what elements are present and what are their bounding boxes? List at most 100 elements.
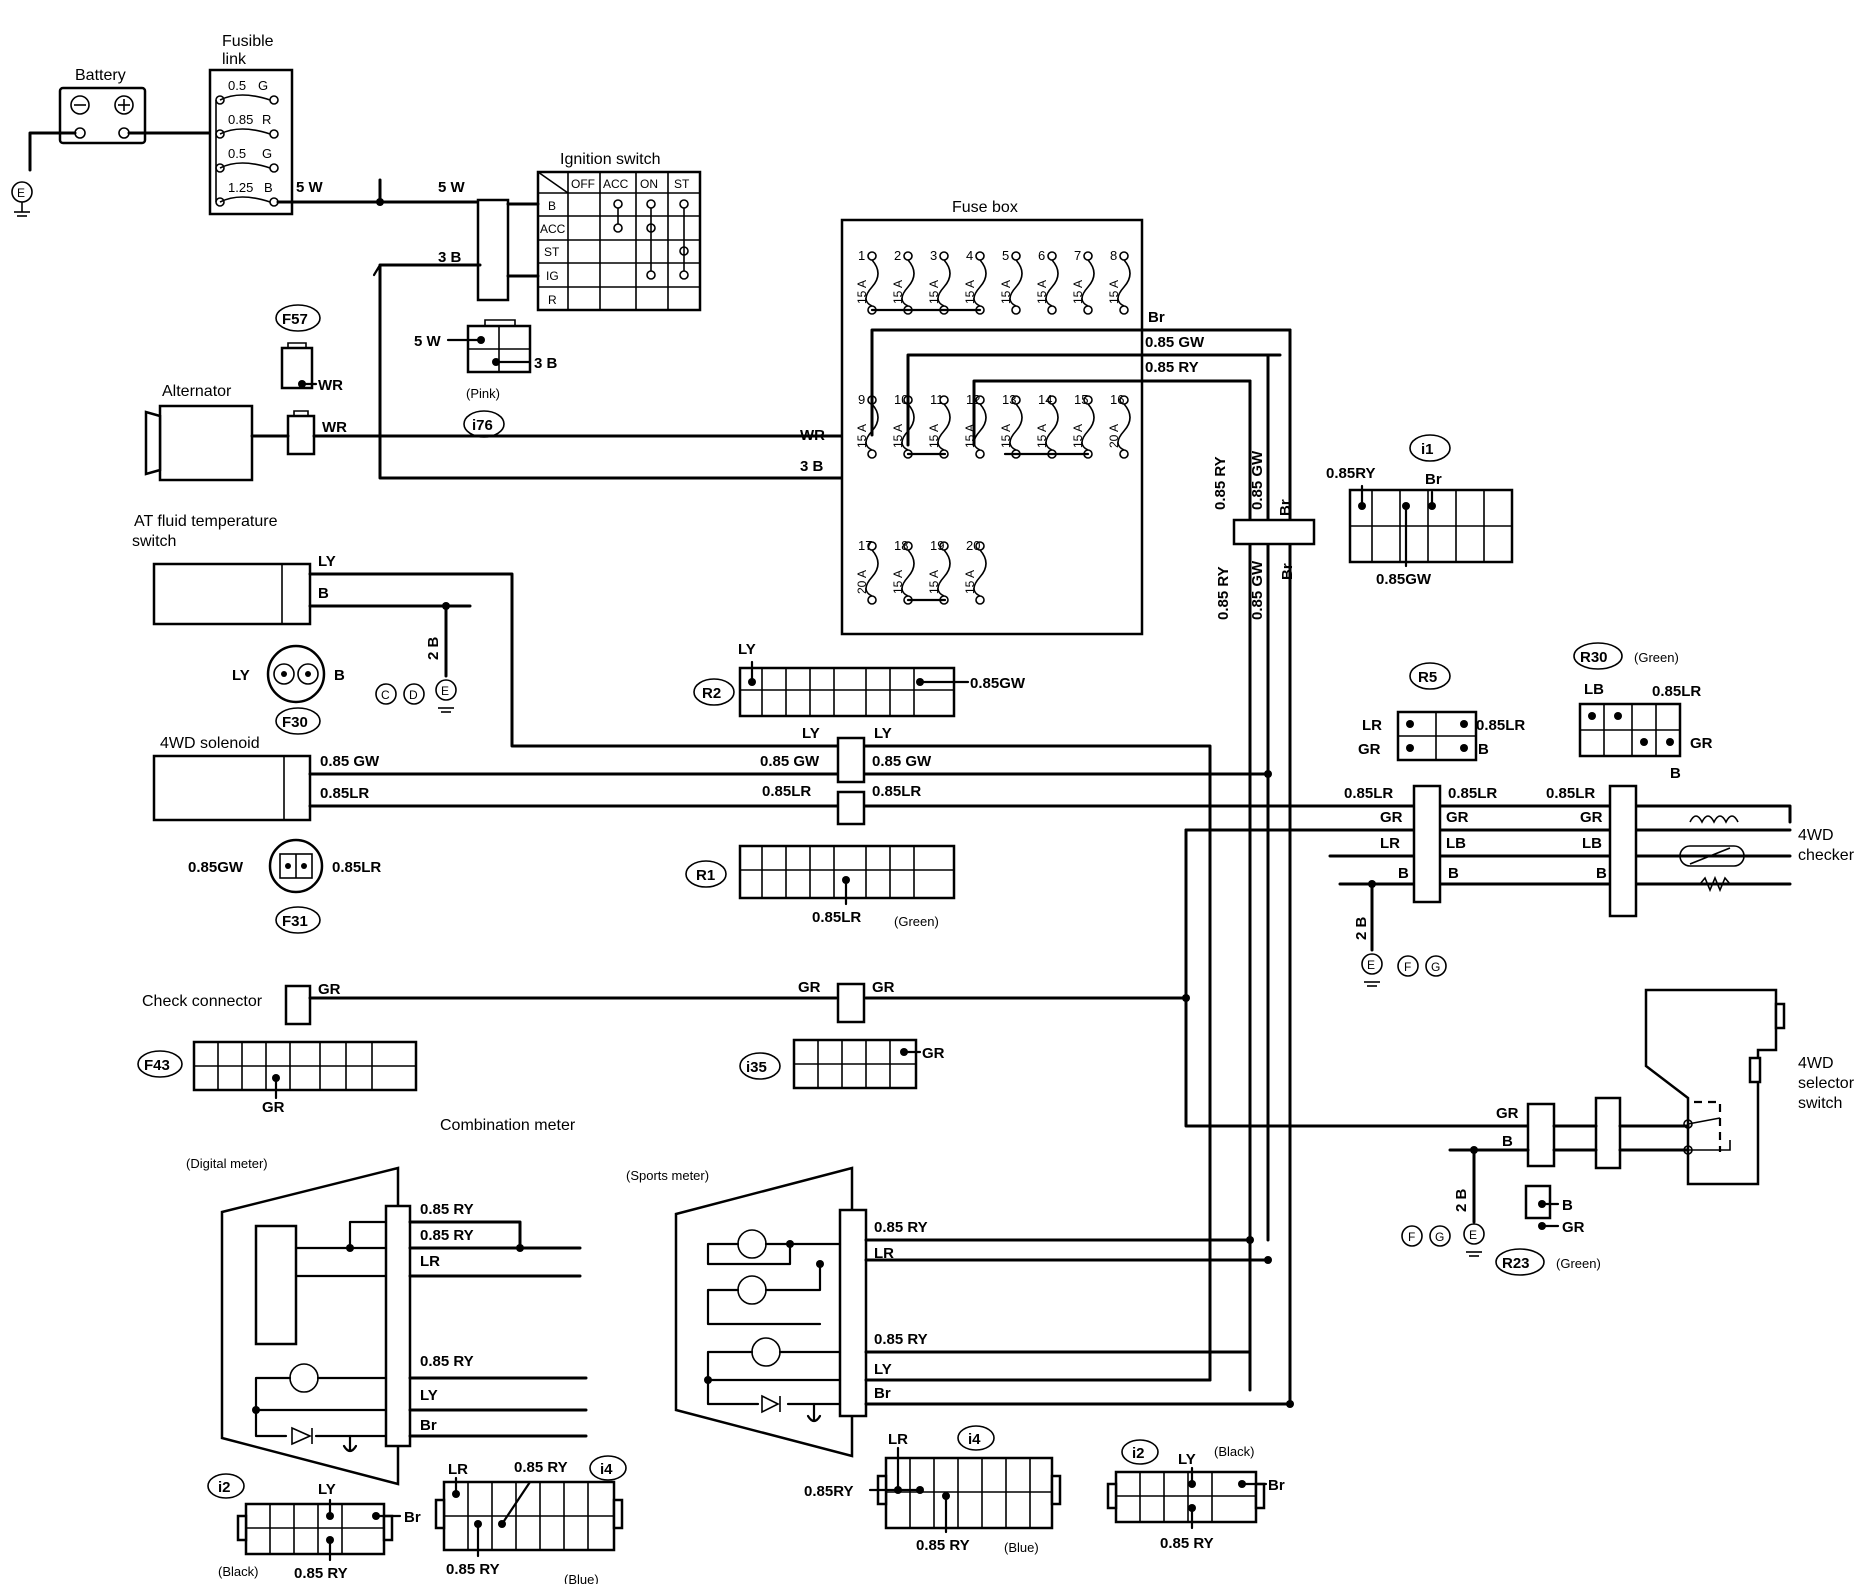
svg-text:G: G bbox=[1431, 960, 1440, 974]
svg-text:LY: LY bbox=[738, 641, 756, 658]
svg-text:F: F bbox=[1404, 960, 1411, 974]
wire-085ry-fusebox bbox=[972, 379, 1252, 447]
svg-text:AT fluid temperature: AT fluid temperature bbox=[134, 513, 278, 530]
wire-085gw-fusebox bbox=[906, 353, 1282, 447]
fuse-rating: 15 A bbox=[855, 280, 869, 304]
svg-text:2 B: 2 B bbox=[1453, 1188, 1470, 1212]
fuse-number: 7 bbox=[1074, 248, 1081, 263]
fuse-rating: 15 A bbox=[1035, 280, 1049, 304]
ground-symbol-at: E C D bbox=[375, 679, 457, 713]
svg-text:Alternator: Alternator bbox=[162, 383, 232, 400]
svg-text:0.85GW: 0.85GW bbox=[1376, 571, 1432, 588]
fuse-number: 6 bbox=[1038, 248, 1045, 263]
svg-text:0.85LR: 0.85LR bbox=[1448, 785, 1497, 802]
f30-connector: LY B F30 bbox=[232, 644, 345, 735]
svg-text:ST: ST bbox=[674, 177, 690, 191]
fuse-5: 515 A bbox=[999, 248, 1023, 315]
svg-text:0.85LR: 0.85LR bbox=[320, 785, 369, 802]
wire-ly-at bbox=[308, 572, 1212, 1382]
svg-text:IG: IG bbox=[546, 269, 559, 283]
fuse-rating: 15 A bbox=[999, 424, 1013, 448]
wire-gr-selector bbox=[1184, 828, 1542, 1128]
i2-connector-left: i2 LY Br (Black) 0.85 RY bbox=[207, 1473, 421, 1582]
f57-connector: F57 WR bbox=[275, 304, 343, 394]
ignition-switch: Ignition switch OFF ACC ON ST B ACC ST I… bbox=[476, 151, 702, 312]
svg-text:Br: Br bbox=[1148, 309, 1165, 326]
svg-text:LY: LY bbox=[802, 725, 820, 742]
svg-text:LR: LR bbox=[448, 1461, 468, 1478]
r2-connector: R2 LY 0.85GW bbox=[693, 641, 1026, 718]
svg-text:Br: Br bbox=[874, 1385, 891, 1402]
fuse-number: 5 bbox=[1002, 248, 1009, 263]
4wd-checker: 4WD checker bbox=[1679, 815, 1855, 893]
r30-connector: R30 (Green) LB 0.85LR GR B bbox=[1573, 642, 1713, 782]
svg-text:0.85 GW: 0.85 GW bbox=[1145, 334, 1205, 351]
battery: Battery bbox=[58, 67, 147, 145]
svg-text:(Green): (Green) bbox=[894, 914, 939, 929]
svg-text:F31: F31 bbox=[282, 913, 308, 930]
svg-text:(Black): (Black) bbox=[218, 1564, 258, 1579]
i2-connector-right: i2 LY (Black) Br 0.85 RY bbox=[1106, 1439, 1285, 1552]
svg-text:(Pink): (Pink) bbox=[466, 386, 500, 401]
svg-text:LY: LY bbox=[420, 1387, 438, 1404]
fuse-number: 11 bbox=[930, 392, 944, 407]
svg-text:F: F bbox=[1408, 1230, 1415, 1244]
svg-text:GR: GR bbox=[1358, 741, 1381, 758]
fuse-number: 14 bbox=[1038, 392, 1052, 407]
svg-text:Fusible: Fusible bbox=[222, 33, 274, 50]
i35-connector: i35 GR bbox=[739, 1038, 945, 1090]
svg-text:LR: LR bbox=[1380, 835, 1400, 852]
svg-text:3 B: 3 B bbox=[800, 458, 824, 475]
fuse-rating: 15 A bbox=[927, 424, 941, 448]
svg-text:0.5: 0.5 bbox=[228, 78, 246, 93]
svg-text:LR: LR bbox=[420, 1253, 440, 1270]
svg-text:0.85LR: 0.85LR bbox=[1652, 683, 1701, 700]
svg-text:0.85LR: 0.85LR bbox=[1476, 717, 1525, 734]
svg-text:0.85LR: 0.85LR bbox=[812, 909, 861, 926]
svg-text:0.85 GW: 0.85 GW bbox=[760, 753, 820, 770]
fuse-number: 8 bbox=[1110, 248, 1117, 263]
svg-text:i4: i4 bbox=[600, 1461, 613, 1478]
svg-text:selector: selector bbox=[1798, 1075, 1855, 1092]
fuse-number: 17 bbox=[858, 538, 872, 553]
svg-text:LR: LR bbox=[874, 1245, 894, 1262]
svg-text:LY: LY bbox=[1178, 1451, 1196, 1468]
fuse-rating: 15 A bbox=[891, 570, 905, 594]
svg-text:B: B bbox=[334, 667, 345, 684]
fuse-number: 19 bbox=[930, 538, 944, 553]
svg-text:LY: LY bbox=[232, 667, 250, 684]
svg-text:Br: Br bbox=[404, 1509, 421, 1526]
svg-text:5 W: 5 W bbox=[414, 333, 442, 350]
svg-text:1.25: 1.25 bbox=[228, 180, 253, 195]
svg-text:GR: GR bbox=[1496, 1105, 1519, 1122]
svg-text:0.85RY: 0.85RY bbox=[804, 1483, 853, 1500]
svg-text:0.85 RY: 0.85 RY bbox=[420, 1201, 474, 1218]
ground-symbol-checker: E F G bbox=[1361, 953, 1447, 987]
svg-text:R: R bbox=[548, 293, 557, 307]
svg-text:F30: F30 bbox=[282, 714, 308, 731]
svg-text:(Sports meter): (Sports meter) bbox=[626, 1168, 709, 1183]
svg-text:F57: F57 bbox=[282, 311, 308, 328]
svg-text:(Digital meter): (Digital meter) bbox=[186, 1156, 268, 1171]
svg-text:E: E bbox=[17, 186, 25, 200]
fuse-9: 915 A bbox=[855, 392, 879, 459]
svg-text:LY: LY bbox=[318, 553, 336, 570]
svg-text:0.85RY: 0.85RY bbox=[1326, 465, 1375, 482]
svg-text:0.85 RY: 0.85 RY bbox=[514, 1459, 568, 1476]
r23-connector: B GR R23 (Green) bbox=[1495, 1184, 1601, 1276]
r1-connector: R1 0.85LR (Green) bbox=[685, 844, 956, 929]
svg-text:LY: LY bbox=[874, 1361, 892, 1378]
svg-text:WR: WR bbox=[800, 427, 825, 444]
svg-text:GR: GR bbox=[1690, 735, 1713, 752]
svg-text:0.85 RY: 0.85 RY bbox=[1212, 456, 1229, 510]
sports-meter: (Sports meter) bbox=[626, 1166, 868, 1458]
svg-text:4WD: 4WD bbox=[1798, 827, 1834, 844]
fuse-rating: 15 A bbox=[855, 424, 869, 448]
fuse-rating: 15 A bbox=[1071, 424, 1085, 448]
svg-text:ACC: ACC bbox=[603, 177, 629, 191]
